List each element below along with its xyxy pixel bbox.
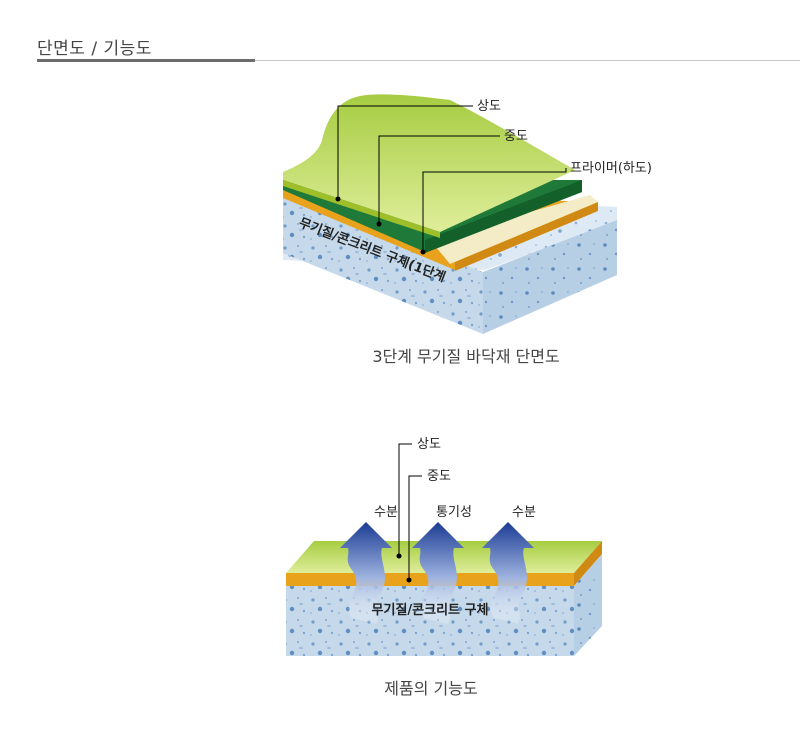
middle-coat-marker [376,221,382,227]
leader-lines [337,105,567,252]
header-accent-bar [37,59,255,62]
page-title: 단면도 / 기능도 [37,39,152,59]
function-middle-marker [406,577,412,583]
function-diagram: 상도 중도 수분 통기성 수분 무기질/콘크리트 구체 제품의 기능도 [286,437,602,698]
concrete-base-front [283,196,483,334]
caption-function-diagram: 제품의 기능도 [384,679,477,698]
label-top-coat: 상도 [477,99,501,114]
header-divider [37,60,800,61]
label-middle-coat: 중도 [504,129,528,144]
label-moisture-left: 수분 [374,505,398,520]
top-coat-layer [283,94,575,233]
top-coat-edge [283,180,440,238]
label-primer: 프라이머(하도) [570,161,652,176]
function-leader-lines [398,443,422,580]
cross-section-diagram: 상도 중도 프라이머(하도) 무기질/콘크리트 구체(1단계 3단계 무기질 바… [283,94,652,366]
section-header: 단면도 / 기능도 [0,0,800,70]
label-function-middle: 중도 [427,469,451,484]
breathability-arrow [412,522,464,624]
cream-layer [430,195,598,264]
primer-marker [420,249,426,255]
moisture-arrow-left [340,522,392,624]
function-middle-layer-side [574,541,602,586]
function-top-marker [396,553,402,559]
label-breathability: 통기성 [436,505,472,520]
primer-layer-side [455,202,598,271]
middle-coat-side [425,180,582,253]
moisture-arrow-right [482,522,534,624]
concrete-base-side [483,220,617,334]
label-function-base: 무기질/콘크리트 구체 [372,602,489,618]
caption-cross-section: 3단계 무기질 바닥재 단면도 [372,347,559,366]
top-coat-marker [335,196,341,202]
function-concrete-side [574,554,602,656]
label-function-top: 상도 [417,437,441,452]
label-moisture-right: 수분 [512,505,536,520]
